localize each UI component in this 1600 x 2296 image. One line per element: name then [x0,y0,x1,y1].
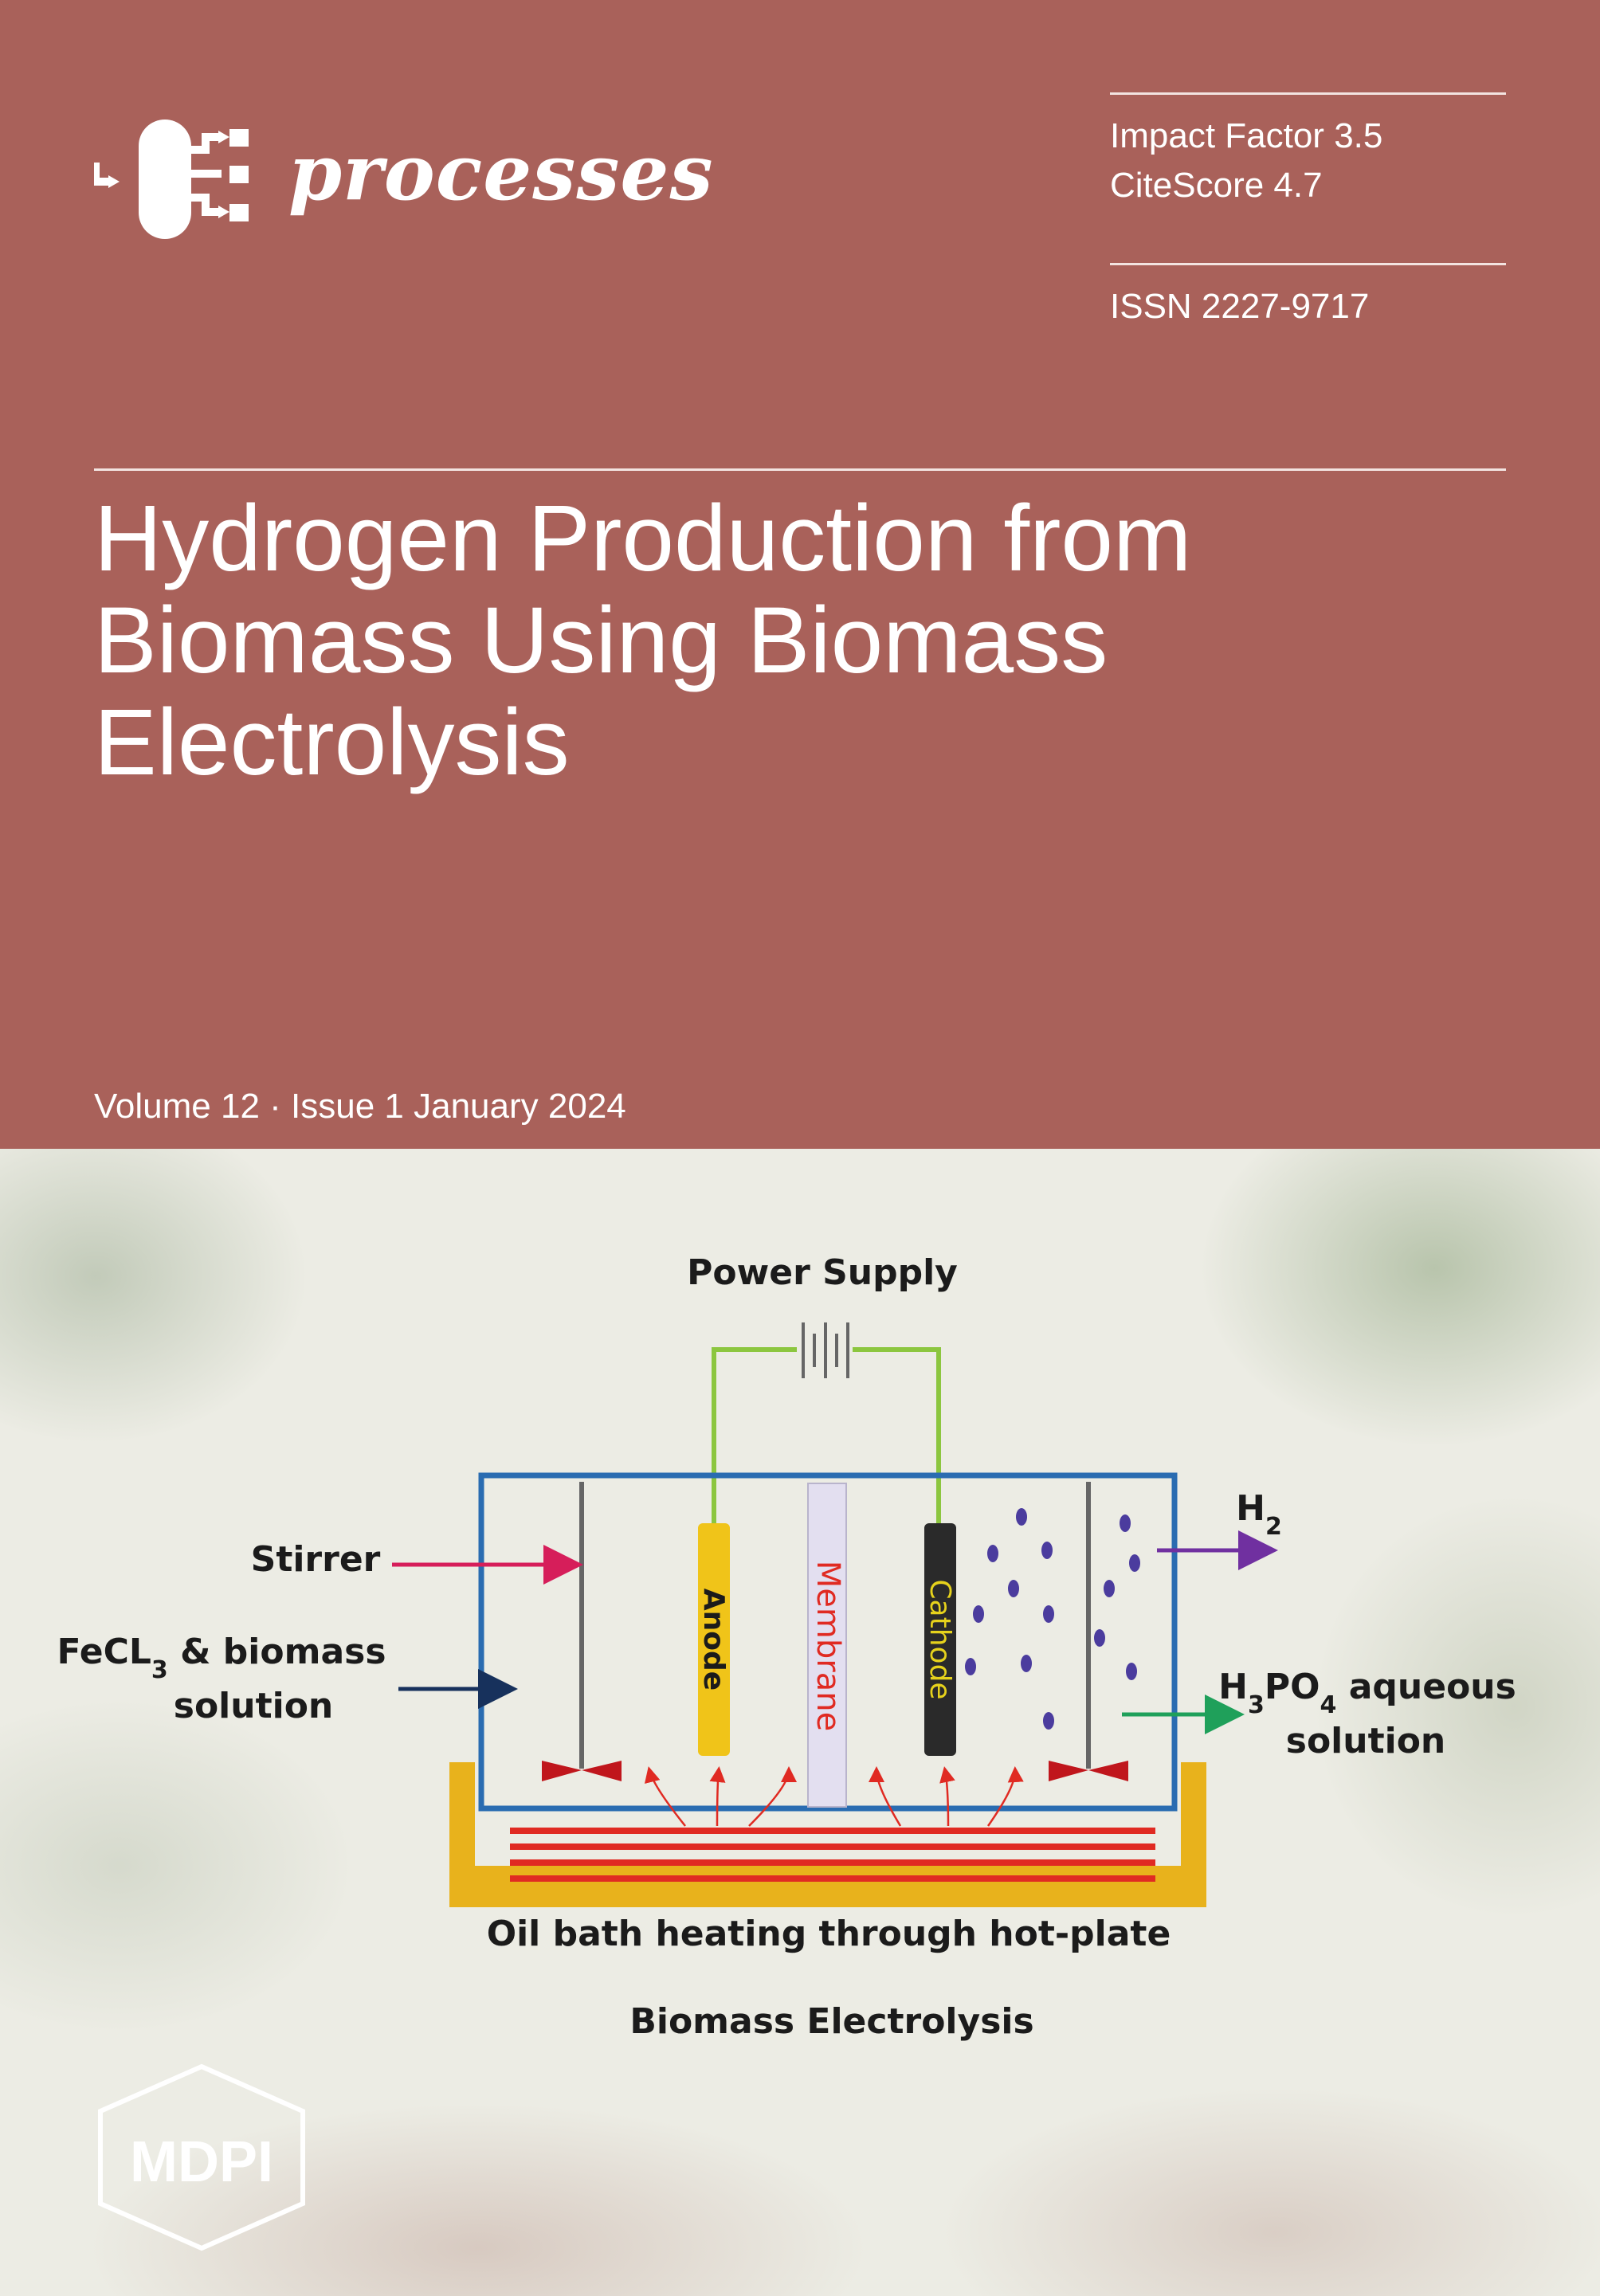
process-flow-icon [94,120,249,239]
article-title: Hydrogen Production from Biomass Using B… [94,488,1512,793]
cathode-wire [853,1347,941,1523]
title-line: Hydrogen Production from [94,486,1192,591]
heat-arrows [644,1766,1024,1827]
h2-label: H2 [1236,1488,1282,1541]
impact-factor: Impact Factor 3.5 [1110,116,1383,155]
h2-text: H [1236,1488,1265,1529]
oil-bath [449,1762,1206,1907]
diagram-caption: Biomass Electrolysis [629,2001,1033,2042]
issn: ISSN 2227-9717 [1110,287,1370,326]
feedstock-biomass-text: & biomass [168,1632,386,1672]
cathode-electrode [924,1523,956,1756]
feedstock-fecl-text: FeCL [57,1632,151,1672]
anode-wire [712,1347,797,1523]
h3po4-h: H [1218,1667,1248,1707]
h3po4-sub4: 4 [1320,1691,1337,1719]
anode-label: Anode [697,1589,730,1691]
h3po4-sub3: 3 [1248,1691,1265,1719]
title-line: Biomass Using Biomass [94,588,1108,693]
electrolysis-tank [478,1472,1178,1812]
h3po4-po: PO [1265,1667,1320,1707]
journal-name: processes [288,127,714,217]
membrane [807,1483,847,1808]
publisher-name: MDPI [130,2130,273,2194]
citescore: CiteScore 4.7 [1110,166,1323,205]
cover-header-band: processes Impact Factor 3.5 CiteScore 4.… [94,92,1512,1126]
stirrer-left [542,1482,622,1781]
cover-image: Power Supply [0,1149,1600,2296]
divider [1110,263,1506,265]
battery-icon [802,1322,849,1378]
electrolysis-diagram: Power Supply [57,1252,1516,2042]
issue-info: Volume 12 · Issue 1 January 2024 [94,1087,626,1126]
feedstock-label-line2: solution [174,1686,334,1726]
mdpi-logo: MDPI [98,2063,305,2251]
stirrer-right [1049,1482,1128,1781]
feedstock-subscript: 3 [151,1656,168,1684]
h3po4-label-line2: solution [1286,1721,1446,1761]
divider [1110,92,1506,95]
heater-coils [510,1828,1155,1882]
h2-subscript: 2 [1265,1513,1282,1541]
membrane-label: Membrane [810,1561,846,1731]
power-supply-label: Power Supply [687,1252,958,1293]
divider [94,468,1506,471]
hydrogen-bubbles [965,1508,1140,1730]
title-line: Electrolysis [94,690,570,795]
anode-electrode [698,1523,730,1756]
oil-bath-label: Oil bath heating through hot-plate [487,1914,1171,1954]
h3po4-label: H3PO4 aqueous [1218,1667,1516,1719]
feedstock-label: FeCL3 & biomass [57,1632,386,1684]
stirrer-label: Stirrer [251,1539,381,1580]
h3po4-rest: aqueous [1336,1667,1516,1707]
cathode-label: Cathode [924,1579,956,1699]
